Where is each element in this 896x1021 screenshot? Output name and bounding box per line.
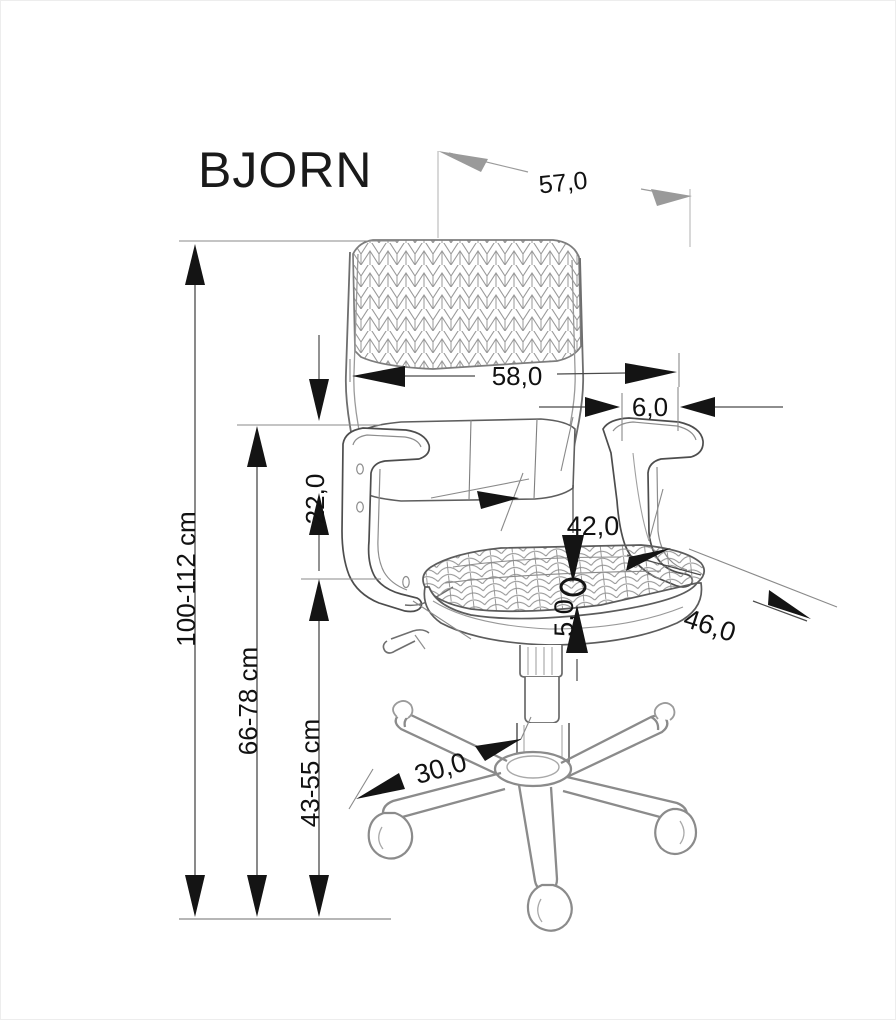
dimension-label-66-78: 66-78 cm [233,647,263,755]
tilt-lever [382,629,430,654]
dimension-label-5: 5,0 [549,599,579,637]
seat-shell [423,582,703,646]
dimension-label-58: 58,0 [492,361,543,391]
gas-cylinder [516,645,570,768]
backrest-knit-panel [352,239,582,370]
dimension-backrest-22: 22,0 [300,335,330,571]
dimension-label-43-55: 43-55 cm [295,719,325,827]
dimension-height-66-78: 66-78 cm [233,426,267,917]
dimension-offset-6: 6,0 [539,387,783,441]
dimension-label-22: 22,0 [300,474,330,525]
leader-arrow-seat [477,491,519,509]
leader-lines [412,416,664,640]
dimension-seat-depth-42: 42,0 [559,485,620,597]
dimension-height-100-112: 100-112 cm [171,244,205,917]
dimension-seat-diag-46: 46,0 [626,548,838,648]
dimension-depth-57: 57,0 [437,151,692,247]
dimension-width-58: 58,0 [349,353,680,391]
dimension-label-100-112: 100-112 cm [171,511,201,646]
dimension-height-43-55: 43-55 cm [295,579,329,917]
dimension-seat-thickness-5: 5,0 [549,599,588,681]
casters [367,700,698,932]
dimension-label-6: 6,0 [632,392,668,422]
left-armrest [341,427,454,613]
dimension-label-46: 46,0 [680,603,739,648]
dimension-label-42: 42,0 [567,511,620,541]
page-title: BJORN [198,142,372,198]
dimension-label-57: 57,0 [537,167,588,200]
chair-illustration [341,239,706,932]
